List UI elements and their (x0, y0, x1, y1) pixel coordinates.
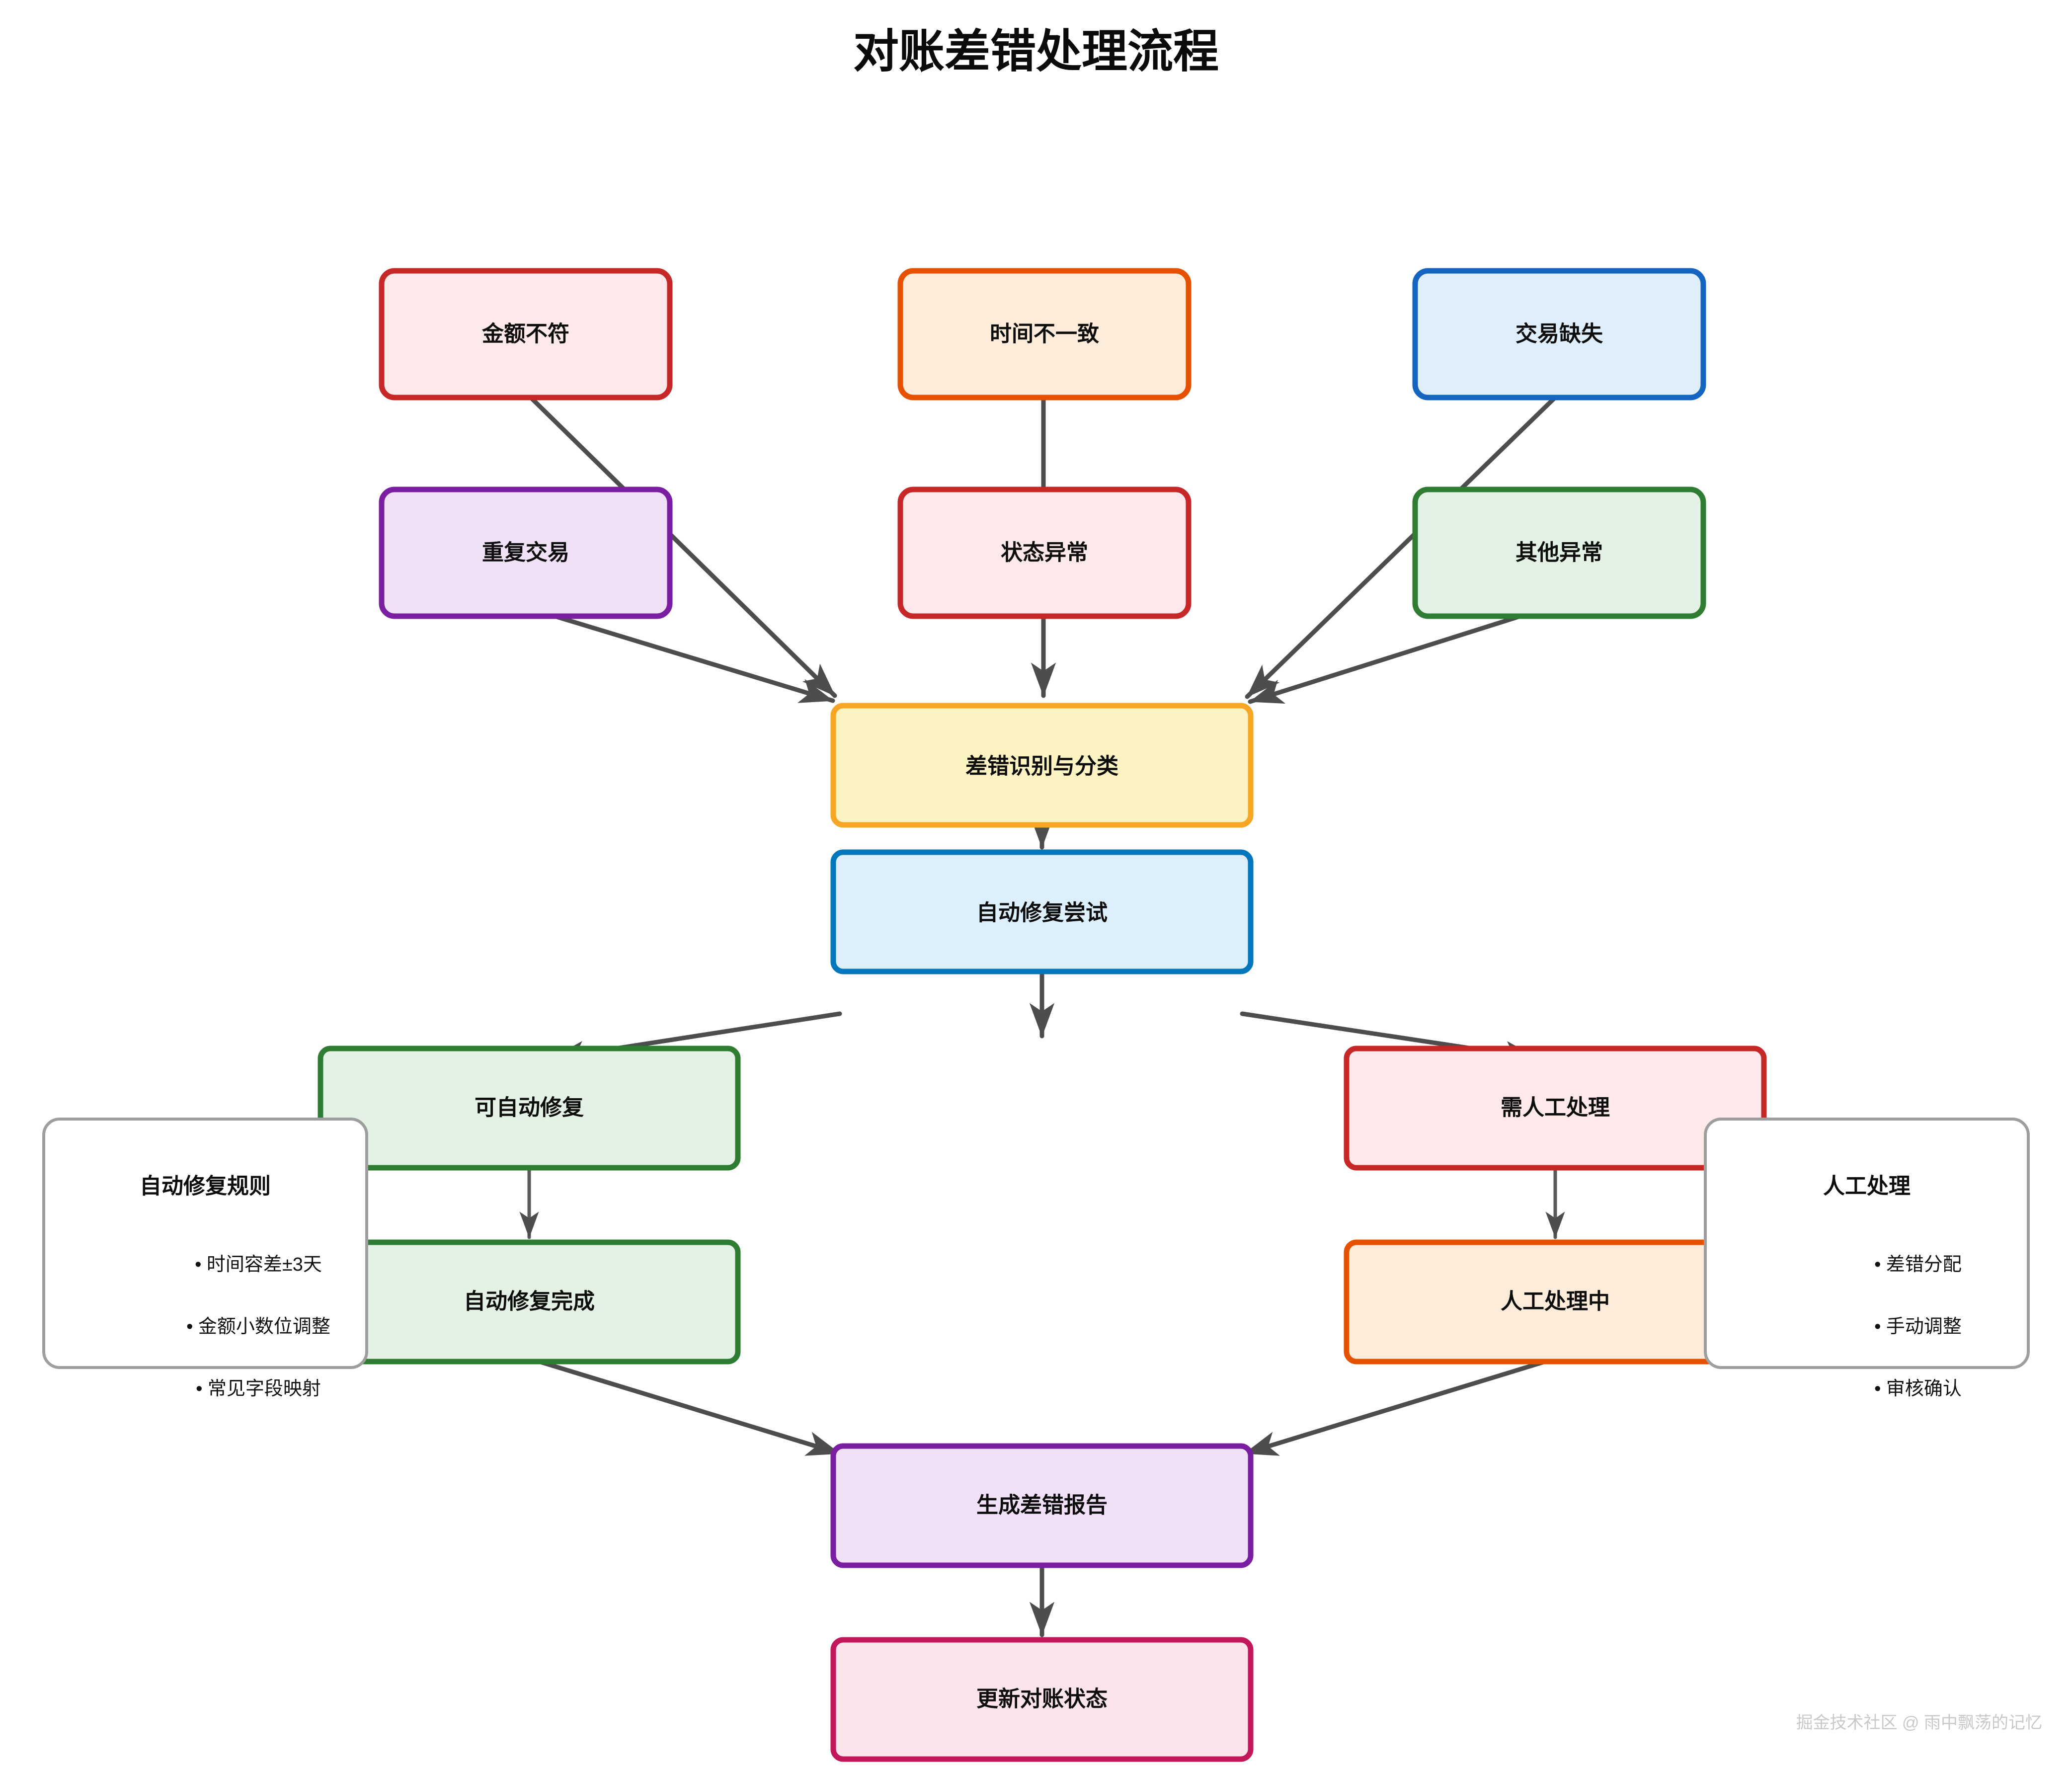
node-amount-mismatch-box[interactable] (379, 268, 673, 401)
node-update-status-box[interactable] (830, 1637, 1254, 1762)
note-auto-repair-rules-title: 自动修复规则 (140, 1174, 271, 1199)
node-auto-repairable[interactable]: 可自动修复 (318, 1046, 741, 1171)
node-identify[interactable]: 差错识别与分类 (830, 703, 1254, 828)
note-manual-handling-bullet-1: • 手动调整 (1874, 1316, 1962, 1337)
node-auto-repair-done[interactable]: 自动修复完成 (318, 1239, 741, 1365)
edge-amount-to-identify (523, 390, 837, 698)
page-title: 对账差错处理流程 (853, 26, 1219, 77)
node-auto-repair-try-box[interactable] (830, 849, 1254, 974)
node-update-status[interactable]: 更新对账状态 (830, 1637, 1254, 1762)
note-manual-handling-bullet-2: • 审核确认 (1874, 1378, 1962, 1399)
edge-missing-to-identify (1245, 390, 1563, 699)
node-missing-txn-label: 交易缺失 (1515, 322, 1603, 346)
node-manual-needed-box[interactable] (1344, 1046, 1767, 1171)
node-error-report-label: 生成差错报告 (976, 1493, 1108, 1518)
node-error-report[interactable]: 生成差错报告 (830, 1443, 1254, 1568)
node-auto-repair-done-label: 自动修复完成 (464, 1290, 595, 1314)
edge-duplicate-to-identify (539, 610, 835, 703)
node-other-anomaly-box[interactable] (1412, 486, 1706, 619)
node-status-anomaly-box[interactable] (897, 486, 1192, 619)
note-auto-repair-rules-bullet-0: • 时间容差±3天 (195, 1254, 322, 1275)
note-auto-repair-rules-bullet-2: • 常见字段映射 (196, 1378, 321, 1399)
note-manual-handling-box (1704, 1118, 2030, 1369)
node-time-mismatch-box[interactable] (897, 268, 1192, 401)
note-auto-repair-rules-bullet-1: • 金额小数位调整 (186, 1316, 330, 1337)
node-identify-label: 差错识别与分类 (965, 754, 1118, 779)
node-manual-ongoing[interactable]: 人工处理中 (1344, 1239, 1767, 1365)
edge-ongoing-to-report (1242, 1359, 1548, 1456)
node-auto-repair-try[interactable]: 自动修复尝试 (830, 849, 1254, 974)
node-update-status-label: 更新对账状态 (976, 1687, 1108, 1711)
node-manual-needed[interactable]: 需人工处理 (1344, 1046, 1767, 1171)
node-other-anomaly-label: 其他异常 (1515, 541, 1603, 565)
node-time-mismatch-label: 时间不一致 (990, 322, 1099, 346)
node-missing-txn-box[interactable] (1412, 268, 1706, 401)
node-duplicate-txn-label: 重复交易 (482, 541, 569, 565)
watermark: 掘金技术社区 @ 雨中飘荡的记忆 (1796, 1713, 2042, 1732)
node-auto-repair-try-label: 自动修复尝试 (976, 901, 1108, 925)
node-manual-ongoing-label: 人工处理中 (1501, 1290, 1610, 1314)
note-manual-handling-title: 人工处理 (1823, 1174, 1911, 1199)
node-status-anomaly-label: 状态异常 (1001, 541, 1088, 565)
node-manual-needed-label: 需人工处理 (1501, 1096, 1610, 1120)
node-identify-box[interactable] (830, 703, 1254, 828)
node-duplicate-txn[interactable]: 重复交易 (379, 486, 673, 619)
node-missing-txn[interactable]: 交易缺失 (1412, 268, 1706, 401)
node-amount-mismatch[interactable]: 金额不符 (379, 268, 673, 401)
note-auto-repair-rules: 自动修复规则 • 时间容差±3天 • 金额小数位调整 • 常见字段映射 (42, 1118, 368, 1399)
node-duplicate-txn-box[interactable] (379, 486, 673, 619)
node-time-mismatch[interactable]: 时间不一致 (897, 268, 1192, 401)
node-amount-mismatch-label: 金额不符 (481, 322, 569, 346)
edge-other-to-identify (1248, 610, 1535, 704)
node-auto-repairable-label: 可自动修复 (475, 1096, 584, 1120)
note-manual-handling: 人工处理 • 差错分配 • 手动调整 • 审核确认 (1704, 1118, 2030, 1399)
node-error-report-box[interactable] (830, 1443, 1254, 1568)
edge-done-to-report (537, 1359, 842, 1456)
node-status-anomaly[interactable]: 状态异常 (897, 486, 1192, 619)
node-other-anomaly[interactable]: 其他异常 (1412, 486, 1706, 619)
note-manual-handling-bullet-0: • 差错分配 (1874, 1254, 1962, 1275)
note-auto-repair-rules-box (42, 1118, 368, 1369)
node-auto-repairable-box[interactable] (318, 1046, 741, 1171)
